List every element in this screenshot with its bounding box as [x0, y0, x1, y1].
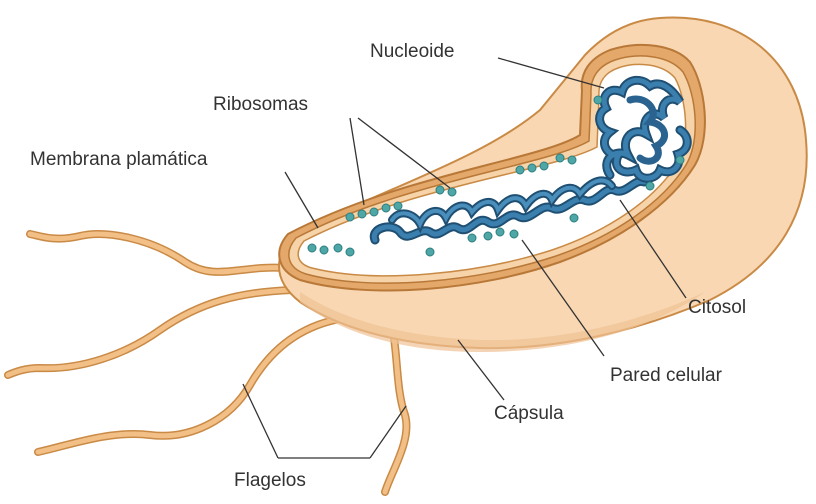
label-capsula: Cápsula [494, 404, 564, 423]
leader-ribosomas-1 [350, 118, 364, 205]
leader-ribosomas-2 [358, 118, 450, 188]
label-pared: Pared celular [610, 366, 722, 385]
leader-flagelo-a [243, 384, 278, 458]
label-ribosomas: Ribosomas [213, 95, 308, 114]
label-citosol: Citosol [688, 298, 746, 317]
label-membrana: Membrana plamática [30, 150, 207, 169]
label-flagelos: Flagelos [234, 471, 306, 490]
label-nucleoide: Nucleoide [370, 42, 455, 61]
leader-membrana [285, 172, 318, 228]
flagellum-2 [8, 290, 292, 375]
flagellum-4-fill [385, 325, 406, 492]
